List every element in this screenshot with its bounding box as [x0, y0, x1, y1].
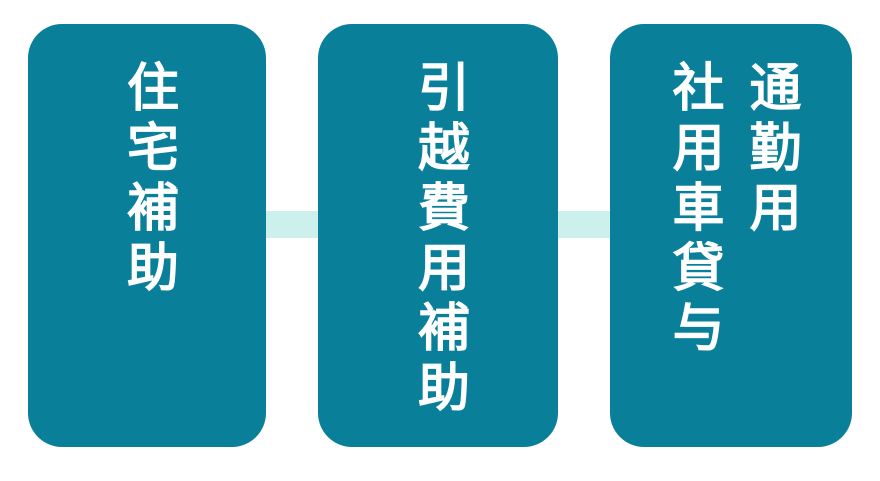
connector-bar-left	[262, 211, 322, 238]
benefit-card-housing-subsidy: 住宅補助	[28, 24, 266, 447]
benefit-card-label: 通勤用 社用車貸与	[663, 60, 800, 360]
benefit-card-commuter-company-car: 通勤用 社用車貸与	[610, 24, 852, 447]
benefit-card-label: 住宅補助	[117, 60, 178, 300]
connector-bar-right	[554, 211, 614, 238]
benefit-card-label: 引越費用補助	[408, 60, 469, 420]
benefit-card-moving-cost-subsidy: 引越費用補助	[318, 24, 558, 447]
